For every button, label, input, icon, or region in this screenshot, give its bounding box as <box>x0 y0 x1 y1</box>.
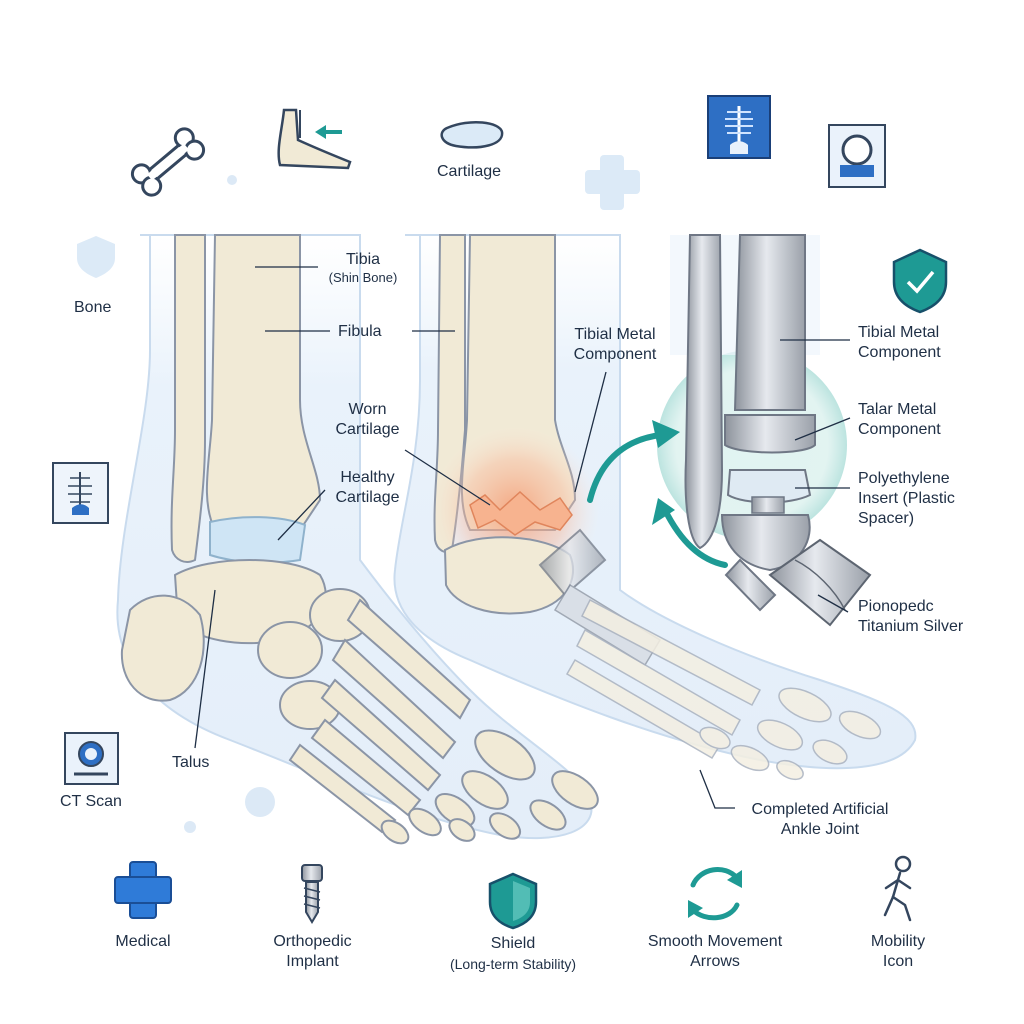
label-tibial-metal-mid: Tibial Metal Component <box>560 325 670 365</box>
label-talar-metal-1: Talar Metal <box>858 401 937 418</box>
label-bone: Bone <box>74 299 112 316</box>
caption-mobility-line1: Mobility <box>870 933 926 950</box>
label-pionopedc-2: Titanium Silver <box>858 618 964 635</box>
label-tibial-metal-mid-1: Tibial Metal <box>574 326 656 343</box>
implant-tibia <box>733 234 806 411</box>
shield-faint-icon <box>77 236 115 278</box>
label-talus: Talus <box>172 754 210 771</box>
caption-smooth-movement: Smooth Movement Arrows <box>630 932 800 972</box>
ct-scanner-icon <box>64 732 119 785</box>
label-tibia: Tibia (Shin Bone) <box>318 250 408 286</box>
label-tibia-name: Tibia <box>345 251 381 268</box>
label-talar-metal: Talar Metal Component <box>858 400 941 440</box>
shield-check-icon <box>892 248 948 314</box>
left-foot <box>116 234 599 845</box>
caption-mobility: Mobility Icon <box>848 932 948 972</box>
label-pionopedc-1: Pionopedc <box>858 598 934 615</box>
tibial-metal-component <box>724 414 816 454</box>
caption-orthopedic-implant: Orthopedic Implant <box>250 932 375 972</box>
caption-medical-line1: Medical <box>115 933 171 950</box>
bone-icon <box>130 127 206 197</box>
middle-toe-bones <box>565 598 882 781</box>
left-toe-bones <box>288 598 599 845</box>
walking-person-icon <box>883 855 912 922</box>
label-cartilage-top: Cartilage <box>437 163 502 180</box>
xray-icon <box>707 95 771 159</box>
worn-cartilage <box>469 490 573 536</box>
label-completed-2: Ankle Joint <box>780 821 860 838</box>
label-poly-2: Insert (Plastic <box>858 490 955 507</box>
implant-exploded-view <box>657 234 872 627</box>
shield-icon <box>488 872 538 930</box>
label-tibial-metal-right-2: Component <box>858 344 941 361</box>
foot-arrow-icon <box>277 108 352 170</box>
left-calcaneus <box>120 594 205 702</box>
label-worn-cartilage: Worn Cartilage <box>325 400 410 440</box>
implant-fibula <box>684 234 724 550</box>
screw-implant-icon <box>301 864 323 924</box>
caption-smooth-line1: Smooth Movement <box>647 933 783 950</box>
caption-shield: Shield (Long-term Stability) <box>433 934 593 974</box>
label-pionopedc: Pionopedc Titanium Silver <box>858 597 963 637</box>
label-talar-metal-2: Component <box>858 421 941 438</box>
left-tibia <box>205 234 322 531</box>
caption-orthopedic-line1: Orthopedic <box>273 933 352 950</box>
transition-arrows <box>587 432 728 568</box>
label-tibial-metal-right-1: Tibial Metal <box>858 324 940 341</box>
titanium-sleeve <box>768 538 872 627</box>
mri-scanner-icon <box>828 124 886 188</box>
caption-shield-line2: (Long-term Stability) <box>449 956 577 972</box>
label-healthy-cartilage-1: Healthy <box>340 469 395 486</box>
label-healthy-cartilage: Healthy Cartilage <box>325 468 410 508</box>
caption-medical: Medical <box>88 932 198 952</box>
label-healthy-cartilage-2: Cartilage <box>335 489 400 506</box>
caption-smooth-line2: Arrows <box>690 953 740 970</box>
left-fibula <box>170 234 206 563</box>
talar-metal-component <box>720 514 811 572</box>
label-poly-1: Polyethylene <box>858 470 950 487</box>
label-tibia-sub: (Shin Bone) <box>328 270 398 285</box>
cartilage-icon <box>440 121 504 149</box>
leader-lines <box>194 266 851 809</box>
plus-icon <box>585 155 640 210</box>
label-completed-joint: Completed Artificial Ankle Joint <box>735 800 905 840</box>
left-healthy-cartilage <box>209 516 307 564</box>
caption-mobility-line2: Icon <box>882 953 914 970</box>
label-tibial-metal-right: Tibial Metal Component <box>858 323 941 363</box>
xray-small-icon <box>52 462 109 524</box>
middle-foot <box>393 234 917 781</box>
label-worn-cartilage-2: Cartilage <box>335 421 400 438</box>
circular-arrows-icon <box>690 867 740 921</box>
label-fibula: Fibula <box>338 323 382 340</box>
label-poly-3: Spacer) <box>858 510 915 527</box>
caption-shield-line1: Shield <box>490 935 536 952</box>
label-polyethylene: Polyethylene Insert (Plastic Spacer) <box>858 469 955 529</box>
label-ct-scan: CT Scan <box>60 793 122 810</box>
caption-orthopedic-line2: Implant <box>286 953 339 970</box>
label-tibial-metal-mid-2: Component <box>573 346 657 363</box>
label-completed-1: Completed Artificial <box>751 801 889 818</box>
medical-cross-icon <box>114 861 172 919</box>
label-worn-cartilage-1: Worn <box>348 401 387 418</box>
